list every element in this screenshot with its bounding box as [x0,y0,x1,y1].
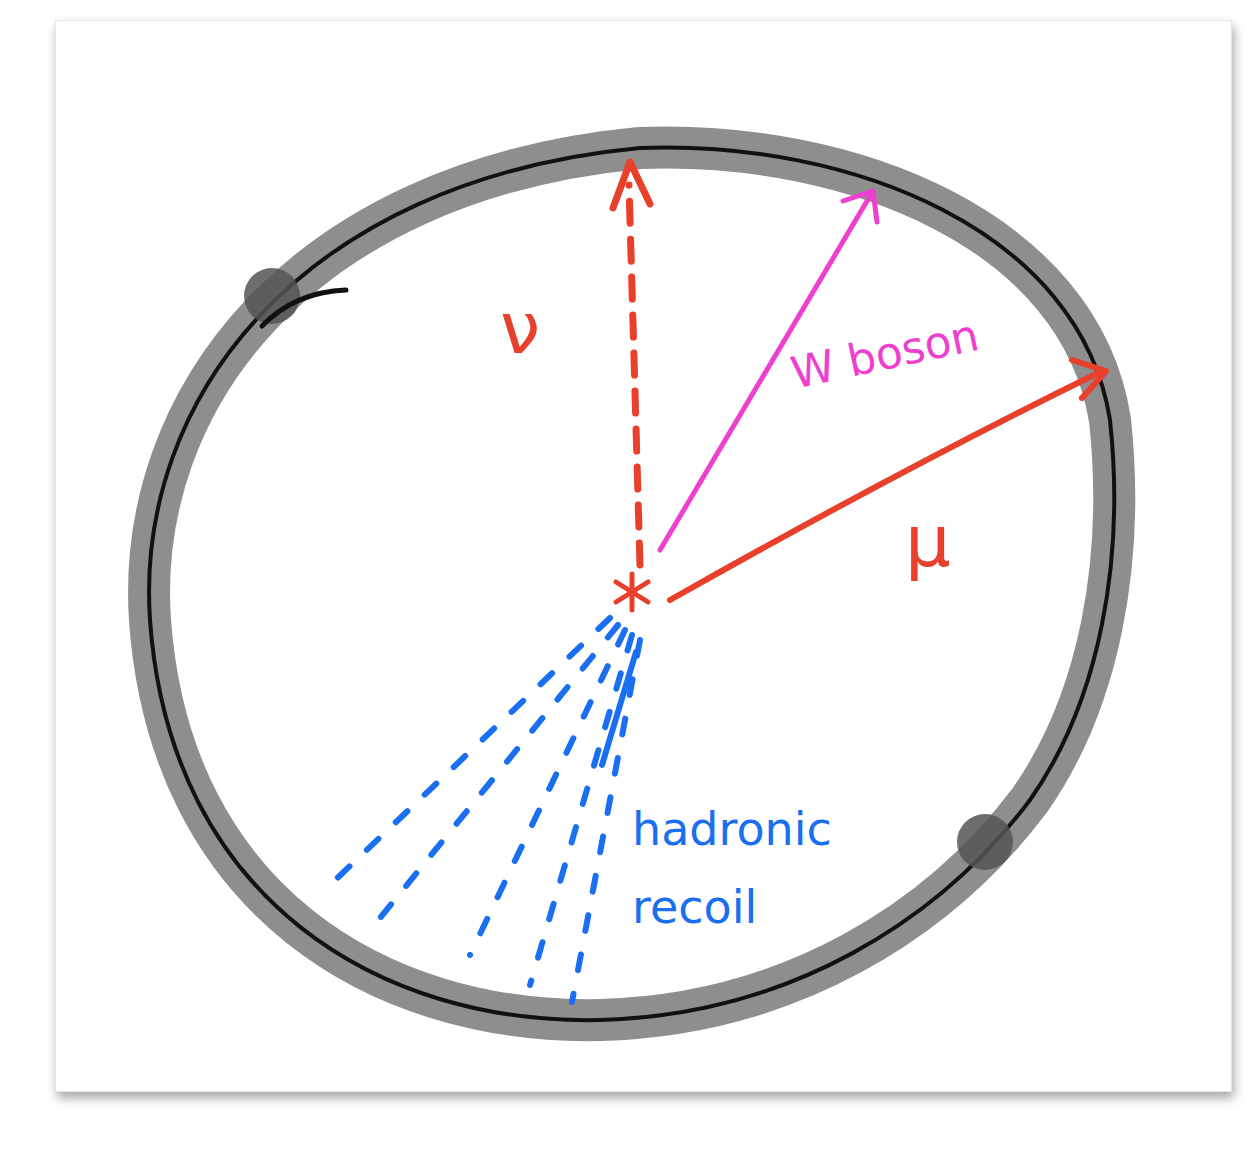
arrow-head [843,191,877,222]
muon-arrow [670,372,1100,600]
asterisk-stroke [616,582,648,602]
spray-line [380,625,618,918]
spray-line [470,630,625,955]
detector-band [149,148,1114,1021]
detector-line [149,148,1114,1021]
spray-line [572,640,640,1002]
arrow-head [613,162,650,208]
spray-line [530,635,632,985]
interaction-point [616,574,648,610]
recoil-label: hadronic recoil [632,790,882,946]
neutrino-arrow [629,185,640,565]
particle-label: ν [500,292,540,364]
track-tick [262,290,346,326]
hit-dot [957,814,1013,870]
particle-label: W boson [787,313,982,396]
spray-line [602,652,636,765]
hadronic-spray [330,618,640,1002]
arrow-head [1072,360,1106,398]
asterisk-stroke [616,582,648,602]
particle-label: μ [905,505,951,577]
